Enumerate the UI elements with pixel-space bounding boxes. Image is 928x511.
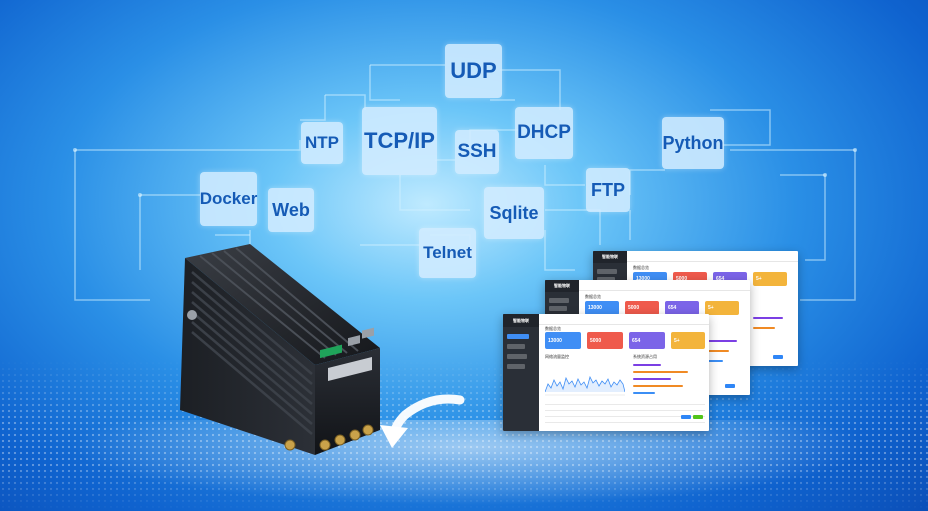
dashboard-card-1: 13000 [585,301,619,315]
dashboard-section-title: 数据总览 [585,294,601,299]
protocol-tag-docker: Docker [200,172,257,226]
dashboard-card-1: 13000 [545,332,581,349]
dashboard-card-2: 5000 [587,332,623,349]
curved-arrow-icon [380,394,465,448]
protocol-tag-ssh: SSH [455,130,499,174]
gateway-device [180,244,380,455]
dashboard-card-2: 5000 [625,301,659,315]
dashboard-nav-active [507,334,529,339]
dashboard-brand: 智能物联 [513,317,529,323]
protocol-tag-telnet: Telnet [419,228,476,278]
traffic-chart [545,375,625,396]
dashboard-card-4: 5+ [753,272,787,286]
dashboard-screenshot-front: 智能物联 数据总览 13000 5000 654 5+ 网络流量监控 系统资源占… [503,314,709,431]
protocol-tag-ftp: FTP [586,168,630,212]
protocol-tag-web: Web [268,188,314,232]
protocol-tag-sqlite: Sqlite [484,187,544,239]
dashboard-section-title: 数据总览 [545,326,561,331]
dashboard-chart-title: 网络流量监控 [545,354,569,359]
protocol-tag-ntp: NTP [301,122,343,164]
dashboard-brand: 智能物联 [602,254,618,259]
protocol-tag-dhcp: DHCP [515,107,573,159]
dashboard-list-title: 系统资源占用 [633,354,657,359]
dashboard-card-4: 5+ [705,301,739,315]
protocol-tag-tcp-ip: TCP/IP [362,107,437,175]
dot-grid [0,360,928,511]
dashboard-card-3: 654 [629,332,665,349]
protocol-tag-udp: UDP [445,44,502,98]
protocol-tag-python: Python [662,117,724,169]
dashboard-section-title: 数据总览 [633,265,649,270]
dashboard-card-4: 5+ [671,332,705,349]
light-floor [40,420,900,510]
dashboard-brand: 智能物联 [554,283,570,288]
dashboard-card-3: 654 [665,301,699,315]
